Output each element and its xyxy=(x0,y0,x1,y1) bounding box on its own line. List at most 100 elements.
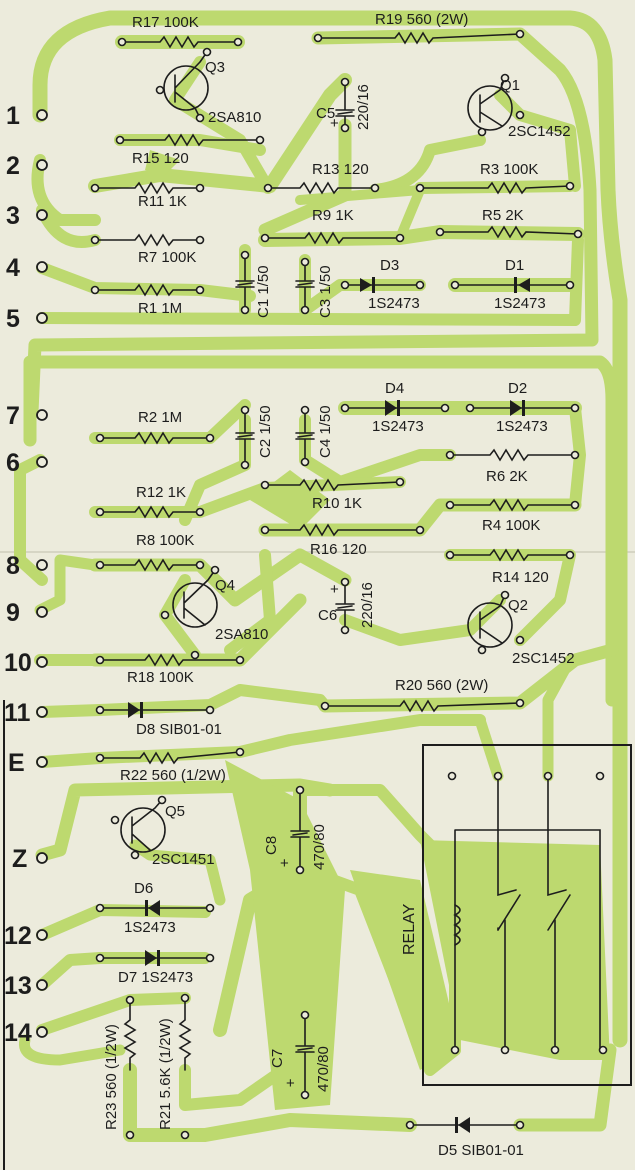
label-c6-plus: + xyxy=(330,581,339,598)
terminal-2: 2 xyxy=(6,152,20,180)
label-r18: R18 100K xyxy=(127,669,194,686)
label-r16: R16 120 xyxy=(310,541,367,558)
label-r13: R13 120 xyxy=(312,161,369,178)
label-r22: R22 560 (1/2W) xyxy=(120,767,226,784)
r1-symbol xyxy=(94,283,201,297)
label-c8-plus: + xyxy=(280,855,289,872)
label-q2: Q2 xyxy=(508,597,528,614)
relay-outline xyxy=(422,744,632,1086)
r9-symbol xyxy=(264,231,401,245)
q3-symbol xyxy=(163,65,209,111)
label-c6: C6 xyxy=(318,607,337,624)
r21-symbol xyxy=(178,997,192,1071)
label-c6-val: 220/16 xyxy=(359,582,376,628)
label-c5-plus: + xyxy=(330,115,339,132)
r19-symbol xyxy=(317,31,521,45)
label-r8: R8 100K xyxy=(136,532,194,549)
label-r10: R10 1K xyxy=(312,495,362,512)
label-r5: R5 2K xyxy=(482,207,524,224)
terminal-z: Z xyxy=(12,845,27,873)
label-r12: R12 1K xyxy=(136,484,186,501)
label-c3: C3 1/50 xyxy=(317,265,334,318)
r23-symbol xyxy=(123,999,137,1071)
label-d3-part: 1S2473 xyxy=(368,295,420,312)
label-q5: Q5 xyxy=(165,803,185,820)
label-r19: R19 560 (2W) xyxy=(375,11,468,28)
r17-symbol xyxy=(121,35,239,49)
r15-symbol xyxy=(119,133,261,147)
label-r1: R1 1M xyxy=(138,300,182,317)
terminal-13: 13 xyxy=(4,972,32,1000)
c2-symbol xyxy=(235,409,255,466)
r7-symbol xyxy=(94,233,201,247)
terminal-4: 4 xyxy=(6,254,20,282)
label-d1-part: 1S2473 xyxy=(494,295,546,312)
pads xyxy=(90,29,608,1140)
label-r9: R9 1K xyxy=(312,207,354,224)
r14-symbol xyxy=(449,548,571,562)
c5-symbol xyxy=(335,81,355,129)
label-d6-part: 1S2473 xyxy=(124,919,176,936)
label-d1: D1 xyxy=(505,257,524,274)
terminal-11: 11 xyxy=(4,699,31,727)
label-d5: D5 SIB01-01 xyxy=(438,1142,524,1159)
label-c4: C4 1/50 xyxy=(317,405,334,458)
label-c2: C2 1/50 xyxy=(257,405,274,458)
r4-symbol xyxy=(449,498,576,512)
label-r3: R3 100K xyxy=(480,161,538,178)
terminal-labels: 1 2 3 4 5 7 6 8 9 10 11 E Z 12 13 14 xyxy=(4,102,32,1047)
label-q2-part: 2SC1452 xyxy=(512,650,575,667)
r8-symbol xyxy=(99,558,201,572)
terminal-6: 6 xyxy=(6,449,20,477)
r5-symbol xyxy=(439,225,579,239)
r2-symbol xyxy=(99,431,211,445)
terminal-10: 10 xyxy=(4,649,32,677)
label-d4-part: 1S2473 xyxy=(372,418,424,435)
label-c7-val: 470/80 xyxy=(315,1046,332,1092)
label-q3: Q3 xyxy=(205,59,225,76)
r3-symbol xyxy=(419,181,571,195)
r20-symbol xyxy=(324,699,521,713)
relay-contact-2 xyxy=(547,775,567,1051)
terminal-e: E xyxy=(8,749,25,777)
component-labels: R17 100K R19 560 (2W) Q3 2SA810 C5 + 220… xyxy=(103,11,575,1159)
label-q4-part: 2SA810 xyxy=(215,626,268,643)
terminal-3: 3 xyxy=(6,202,20,230)
terminal-8: 8 xyxy=(6,552,20,580)
label-r17: R17 100K xyxy=(132,14,199,31)
r12-symbol xyxy=(99,505,201,519)
c4-symbol xyxy=(295,409,315,463)
r16-symbol xyxy=(264,523,421,537)
terminal-5: 5 xyxy=(6,305,20,333)
copper-fills xyxy=(145,150,610,1110)
terminal-7: 7 xyxy=(6,402,20,430)
copper-traces xyxy=(14,10,628,1142)
label-c1: C1 1/50 xyxy=(255,265,272,318)
label-r7: R7 100K xyxy=(138,249,196,266)
label-r11: R11 1K xyxy=(138,193,187,210)
label-q3-part: 2SA810 xyxy=(208,109,261,126)
label-c5-val: 220/16 xyxy=(355,84,372,130)
label-q1-part: 2SC1452 xyxy=(508,123,571,140)
label-q1: Q1 xyxy=(500,77,520,94)
q5-symbol xyxy=(120,807,166,853)
label-d8: D8 SIB01-01 xyxy=(136,721,222,738)
c8-symbol xyxy=(290,789,310,871)
label-d6: D6 xyxy=(134,880,153,897)
label-c8-val: 470/80 xyxy=(311,824,328,870)
r22-symbol xyxy=(99,751,241,765)
r10-symbol xyxy=(264,478,401,492)
terminal-12: 12 xyxy=(4,922,32,950)
label-d7: D7 1S2473 xyxy=(118,969,193,986)
terminal-pads xyxy=(36,109,48,1038)
terminal-1: 1 xyxy=(6,102,20,130)
label-r20: R20 560 (2W) xyxy=(395,677,488,694)
label-r21: R21 5.6K (1/2W) xyxy=(157,1018,174,1130)
component-symbols xyxy=(94,31,632,1126)
ink-fills xyxy=(128,277,530,1133)
label-d3: D3 xyxy=(380,257,399,274)
c7-symbol xyxy=(295,1014,315,1096)
label-r15: R15 120 xyxy=(132,150,189,167)
relay-coil xyxy=(453,904,461,946)
